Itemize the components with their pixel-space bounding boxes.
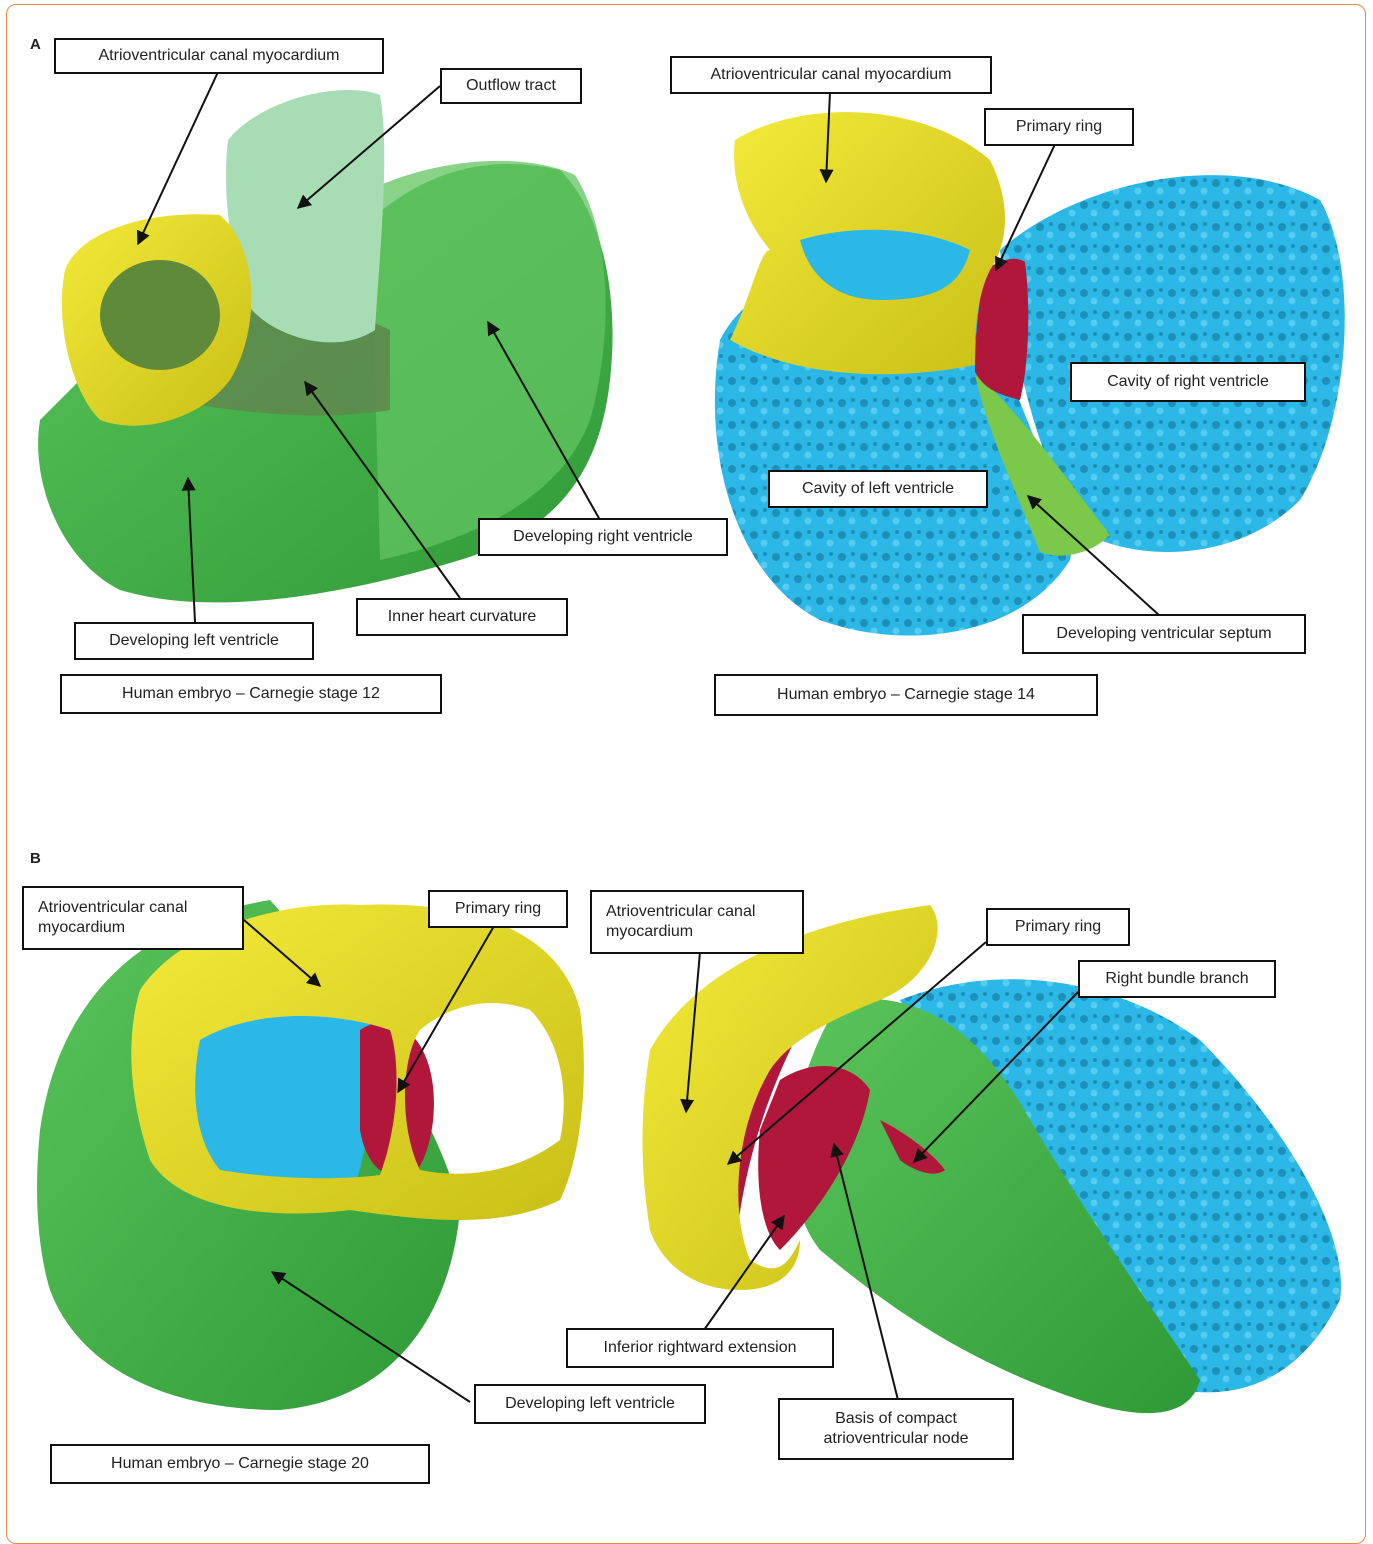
label-b2-avc: Atrioventricular canal myocardium bbox=[590, 890, 804, 954]
panel-letter-b: B bbox=[30, 850, 41, 867]
label-a2-ring: Primary ring bbox=[984, 108, 1134, 146]
label-b1-avc: Atrioventricular canal myocardium bbox=[22, 886, 244, 950]
label-a1-avc: Atrioventricular canal myocardium bbox=[54, 38, 384, 74]
label-a2-clv: Cavity of left ventricle bbox=[768, 470, 988, 508]
label-b1-ring: Primary ring bbox=[428, 890, 568, 928]
label-b2-node: Basis of compact atrioventricular node bbox=[778, 1398, 1014, 1460]
label-a1-outflow: Outflow tract bbox=[440, 68, 582, 104]
label-a1-lv: Developing left ventricle bbox=[74, 622, 314, 660]
label-a2-avc: Atrioventricular canal myocardium bbox=[670, 56, 992, 94]
avc-ring-lumen bbox=[100, 260, 220, 370]
label-a2-stage: Human embryo – Carnegie stage 14 bbox=[714, 674, 1098, 716]
label-b2-ire: Inferior rightward extension bbox=[566, 1328, 834, 1368]
label-b2-ring: Primary ring bbox=[986, 908, 1130, 946]
panel-letter-a: A bbox=[30, 36, 41, 53]
label-b1-stage: Human embryo – Carnegie stage 20 bbox=[50, 1444, 430, 1484]
label-a2-septum: Developing ventricular septum bbox=[1022, 614, 1306, 654]
right-ventricle-shape bbox=[370, 161, 606, 560]
label-a1-rv: Developing right ventricle bbox=[478, 518, 728, 556]
label-b1-lv: Developing left ventricle bbox=[474, 1384, 706, 1424]
label-a1-ihc: Inner heart curvature bbox=[356, 598, 568, 636]
label-a2-crv: Cavity of right ventricle bbox=[1070, 362, 1306, 402]
label-a1-stage: Human embryo – Carnegie stage 12 bbox=[60, 674, 442, 714]
label-b2-rbb: Right bundle branch bbox=[1078, 960, 1276, 998]
